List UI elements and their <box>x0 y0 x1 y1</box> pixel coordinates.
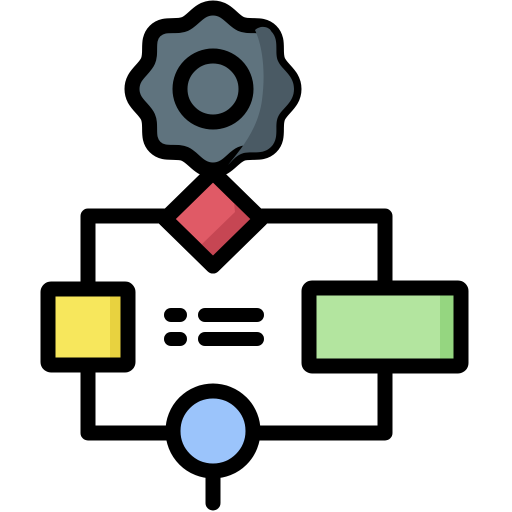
green-process-box <box>301 280 469 374</box>
list-lines <box>164 308 264 346</box>
yellow-process-box <box>40 281 136 373</box>
gear-hub <box>172 48 254 130</box>
blue-connector-circle <box>165 383 261 479</box>
frame-top-left-line <box>80 208 173 298</box>
gear-icon <box>124 0 302 178</box>
frame-top-right-line <box>253 208 393 298</box>
frame-bottom-right-line <box>246 354 393 441</box>
decision-diamond <box>157 164 269 274</box>
gear-shadow <box>228 26 294 165</box>
frame-bottom-left-line <box>80 354 180 441</box>
